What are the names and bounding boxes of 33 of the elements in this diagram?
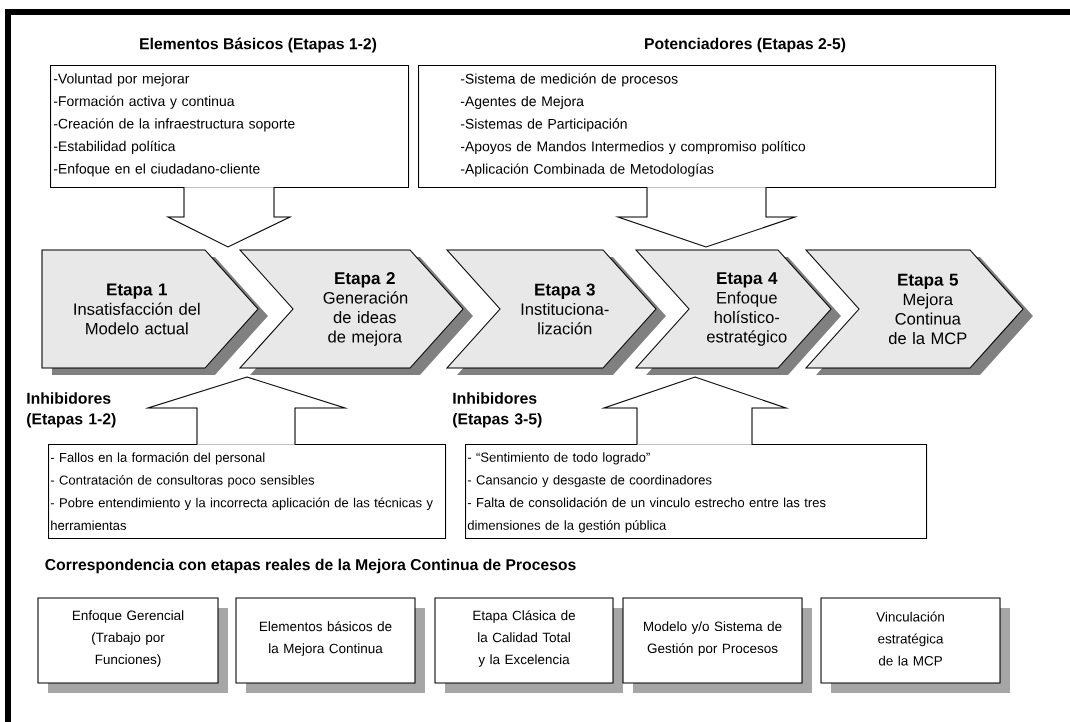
node-label: -Sistema de medición de procesos [460,73,678,87]
section-heading: Correspondencia con etapas reales de la Mejora Continua de Procesos [45,558,576,574]
block-arrow [600,376,790,446]
node-label: -Agentes de Mejora [460,95,584,110]
block-arrow [144,376,349,446]
stage-box: Elementos básicos de la Mejora Continua [235,597,425,693]
block-arrow [165,186,293,248]
process-step: Etapa 4 Enfoque holístico-estratégico [634,249,841,375]
node-label: -Enfoque en el ciudadano-cliente [53,163,260,177]
process-step: Etapa 1 Insatisfacción del Modelo actual [41,249,268,375]
node-label: -Estabilidad política [53,140,176,154]
node-label: -Sistemas de Participación [460,118,627,132]
process-step: Etapa 2 Generación de ideas de mejora [238,249,473,375]
callout-box: -Voluntad por mejorar -Formación activa y continua -Creación de la infraestructura soporte -Estabilidad política -Enfoque en el ciudadano-cliente [50,65,410,189]
callout-box: - Fallos en la formación del personal - Contratación de consultoras poco sensibles - Pobre entendimiento y la incorrecta aplicación de las técnicas y herramientas [48,444,447,540]
callout-box: -Sistema de medición de procesos -Agentes de Mejora -Sistemas de Participación -Apoyos de Mandos Intermedios y compromiso político -Aplicación Combinada de Metodologías [418,65,997,189]
box-heading: Elementos Básicos (Etapas 1-2) [140,37,377,53]
node-label: -Apoyos de Mandos Intermedios y compromiso político [460,140,806,155]
node-label: -Voluntad por mejorar [53,73,190,87]
process-step: Etapa 3 Instituciona-lización [445,249,666,375]
process-step: Etapa 5 Mejora Continua de la MCP [804,249,1033,375]
stage-box: Modelo y/o Sistema de Gestión por Procesos [622,597,812,693]
node-label: -Formación activa y continua [53,95,235,109]
box-heading: Inhibidores (Etapas 1-2) [27,392,116,428]
node-label: -Aplicación Combinada de Metodologías [460,163,714,177]
stage-box: Vinculación estratégica de la MCP [820,597,1010,693]
stage-box: Etapa Clásica de la Calidad Total y la Excelencia [434,597,623,693]
block-arrow [614,186,799,248]
stage-box: Enfoque Gerencial (Trabajo por Funciones) [37,597,228,693]
node-label: -Creación de la infraestructura soporte [53,118,295,132]
box-heading: Potenciadores (Etapas 2-5) [645,37,846,53]
callout-box: - “Sentimiento de todo logrado” - Cansancio y desgaste de coordinadores - Falta de consolidación de un vinculo estrecho entre las tres dimensiones de la gestión pública [465,444,928,540]
box-heading: Inhibidores (Etapas 3-5) [453,392,542,428]
